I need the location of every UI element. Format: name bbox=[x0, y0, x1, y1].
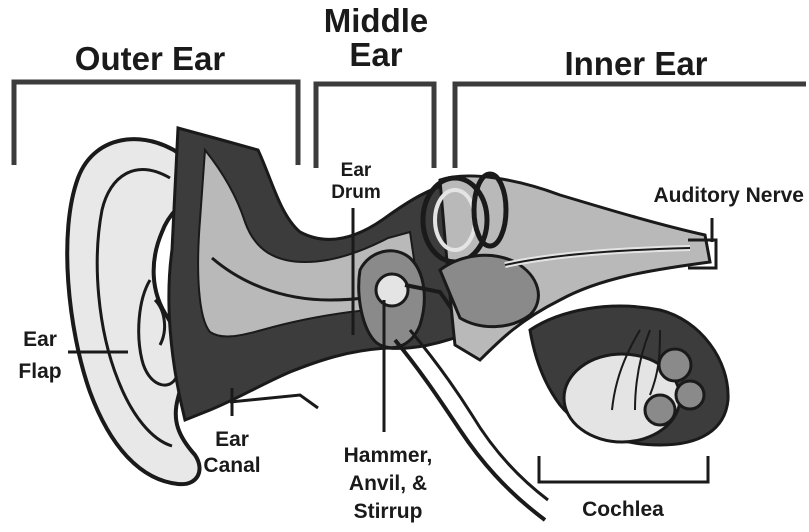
cochlea-shape bbox=[530, 306, 728, 445]
ear-drum-label-line2: Drum bbox=[331, 182, 381, 203]
middle-ear-heading-line2: Ear bbox=[349, 36, 402, 73]
outer-ear-heading: Outer Ear bbox=[75, 40, 226, 77]
ear-canal-label-line2: Canal bbox=[203, 454, 260, 477]
inner-ear-bracket bbox=[455, 84, 806, 168]
ear-flap-label-line1: Ear bbox=[23, 328, 57, 351]
ossicles-label-line2: Anvil, & bbox=[349, 472, 427, 495]
cochlea-bracket bbox=[539, 456, 708, 482]
ear-flap-label-line2: Flap bbox=[18, 360, 61, 383]
ear-canal-label-line1: Ear bbox=[215, 428, 249, 451]
ossicles-label-line1: Hammer, bbox=[344, 444, 433, 467]
auditory-nerve-label: Auditory Nerve bbox=[653, 184, 804, 207]
cochlea-label: Cochlea bbox=[582, 498, 664, 521]
middle-ear-bracket bbox=[316, 84, 434, 168]
ear-drum-label-line1: Ear bbox=[341, 160, 372, 181]
middle-ear-heading-line1: Middle bbox=[324, 2, 429, 39]
ear-canal-shape bbox=[169, 128, 475, 420]
inner-ear-heading: Inner Ear bbox=[564, 45, 707, 82]
ossicles-label-line3: Stirrup bbox=[354, 500, 423, 523]
